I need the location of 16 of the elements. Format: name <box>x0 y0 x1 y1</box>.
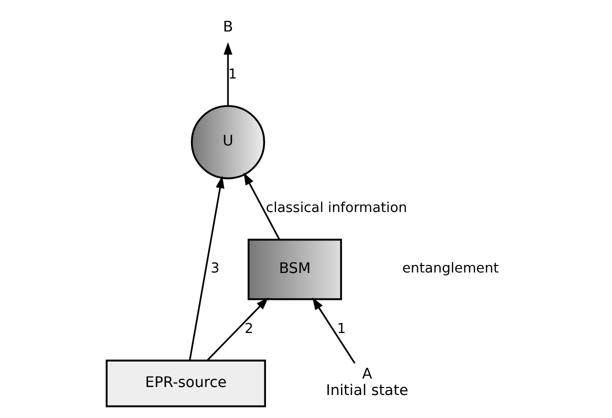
node-box: EPR-source <box>105 360 266 408</box>
edge-label: 2 <box>244 321 253 338</box>
edge-label: 1 <box>336 321 346 338</box>
arrow <box>206 297 268 361</box>
node-text: A Initial state <box>326 366 408 400</box>
arrow <box>243 172 280 240</box>
arrow <box>223 42 232 106</box>
node-box: BSM <box>247 238 342 300</box>
arrow <box>312 297 355 364</box>
node-text: B <box>222 18 233 36</box>
arrow <box>188 176 224 361</box>
edge-label: classical information <box>265 200 407 216</box>
edge-label: 3 <box>210 260 220 277</box>
node-circle: U <box>190 105 265 180</box>
edge-label: 1 <box>228 66 236 83</box>
label: entanglement <box>402 260 498 277</box>
